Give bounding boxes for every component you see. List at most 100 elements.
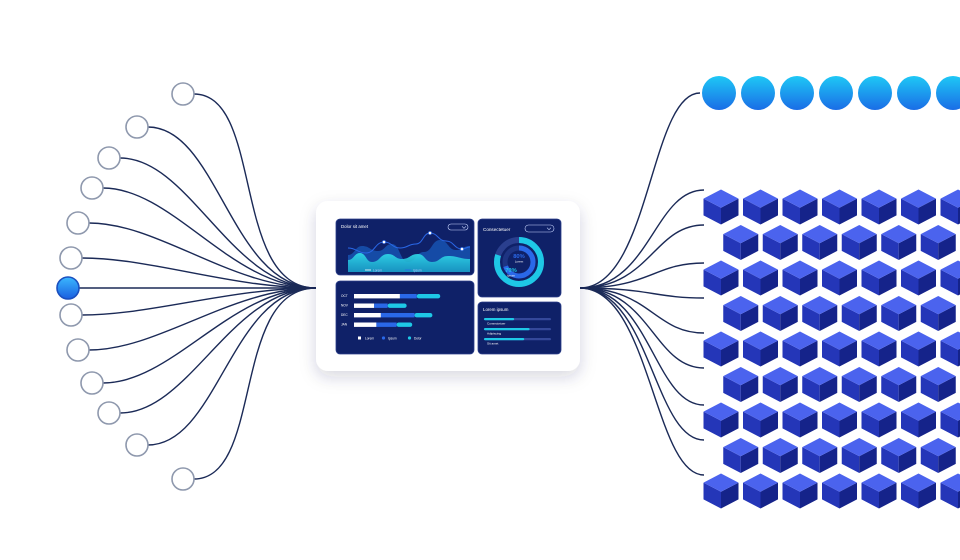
input-node[interactable] — [171, 467, 195, 491]
donut-inner-ring — [502, 245, 536, 279]
cube — [723, 225, 759, 260]
connector-line — [193, 93, 317, 289]
output-dot — [702, 76, 736, 110]
progress-item: Consectetuer — [484, 318, 551, 325]
donut-inner-value: 70% — [505, 268, 517, 274]
connector-line — [579, 92, 701, 289]
input-node[interactable] — [66, 211, 90, 235]
cube — [703, 473, 739, 509]
bar-rows: OCT NOV DEC JAN — [341, 294, 441, 327]
cube — [841, 367, 877, 402]
legend-label-dolor: Dolor — [414, 337, 423, 341]
input-node[interactable] — [125, 433, 149, 457]
bar-segment-lorem — [354, 303, 375, 308]
input-nodes — [56, 82, 195, 491]
output-connector-lines — [579, 92, 705, 476]
bar-row-label: NOV — [341, 304, 349, 308]
input-node[interactable] — [80, 176, 104, 200]
cube — [743, 402, 778, 438]
input-node[interactable] — [59, 246, 83, 270]
donut-panel-menu[interactable] — [524, 224, 555, 233]
input-connector-lines — [79, 93, 317, 480]
input-node[interactable] — [97, 146, 121, 170]
cube — [723, 296, 759, 331]
connector-line — [579, 189, 705, 289]
cube — [861, 260, 897, 296]
cube — [822, 189, 857, 225]
connector-line — [579, 287, 705, 476]
cube — [861, 402, 897, 438]
output-dot — [858, 76, 892, 110]
cube — [881, 225, 917, 260]
connector-line — [102, 287, 317, 384]
connector-line — [119, 157, 317, 289]
connector-line — [579, 287, 705, 299]
output-dot — [741, 76, 775, 110]
cube — [861, 331, 897, 367]
progress-panel-title: Lorem ipsum — [483, 307, 509, 312]
cube — [822, 473, 857, 509]
cube — [920, 438, 956, 473]
cube — [703, 189, 739, 225]
bar-segment-ipsum — [376, 322, 397, 327]
input-node[interactable] — [66, 338, 90, 362]
cube — [940, 331, 960, 367]
bar-segment-ipsum — [399, 294, 417, 299]
area-series-lorem — [348, 253, 470, 272]
bar-row: DEC — [341, 313, 433, 318]
dropdown-icon — [546, 227, 552, 231]
cube — [802, 438, 838, 473]
input-node[interactable] — [125, 115, 149, 139]
donut-chart-panel: Consectetuer 80% Lorem 70% Ipsum — [477, 218, 562, 298]
connector-line — [147, 287, 317, 446]
cube — [841, 225, 877, 260]
input-node[interactable] — [97, 401, 121, 425]
cube — [703, 260, 739, 296]
cube — [901, 189, 936, 225]
bar-row: NOV — [341, 303, 407, 308]
cube — [881, 438, 917, 473]
area-chart-menu[interactable] — [447, 223, 469, 231]
legend-swatch-ipsum — [381, 336, 386, 340]
bar-segment-dolor — [396, 322, 413, 327]
cube — [861, 189, 897, 225]
input-node[interactable] — [80, 371, 104, 395]
cube — [940, 402, 960, 438]
trend-point — [460, 247, 464, 251]
output-dot — [936, 76, 960, 110]
bar-row-label: OCT — [341, 294, 348, 298]
area-chart-legend: Lorem Ipsum — [365, 269, 422, 273]
cube — [782, 189, 818, 225]
bar-segment-ipsum — [380, 313, 415, 318]
cube — [723, 438, 759, 473]
cube — [802, 225, 838, 260]
bar-segment-lorem — [354, 322, 377, 327]
area-chart-panel: Dolor sit amet Lorem Ipsum — [335, 218, 475, 276]
bar-row-label: JAN — [341, 323, 348, 327]
bar-segment-lorem — [354, 313, 381, 318]
connector-line — [579, 262, 705, 289]
donut-outer-ring — [494, 237, 544, 287]
input-node[interactable] — [59, 303, 83, 327]
cube — [782, 260, 818, 296]
progress-fill — [484, 338, 525, 341]
input-node[interactable] — [171, 82, 195, 106]
cube — [881, 367, 917, 402]
cube — [901, 331, 936, 367]
input-node-active[interactable] — [56, 276, 80, 300]
donut-panel-bg — [477, 218, 562, 298]
cube — [743, 189, 778, 225]
output-dot — [780, 76, 814, 110]
bar-segment-dolor — [416, 294, 441, 299]
dropdown-icon — [461, 226, 467, 229]
donut-outer-caption: Lorem — [515, 260, 524, 264]
cube — [723, 367, 759, 402]
donut-inner-caption: Ipsum — [507, 274, 516, 278]
cube — [782, 402, 818, 438]
bar-row: OCT — [341, 294, 441, 299]
connector-line — [88, 222, 317, 289]
connector-line — [81, 287, 317, 316]
